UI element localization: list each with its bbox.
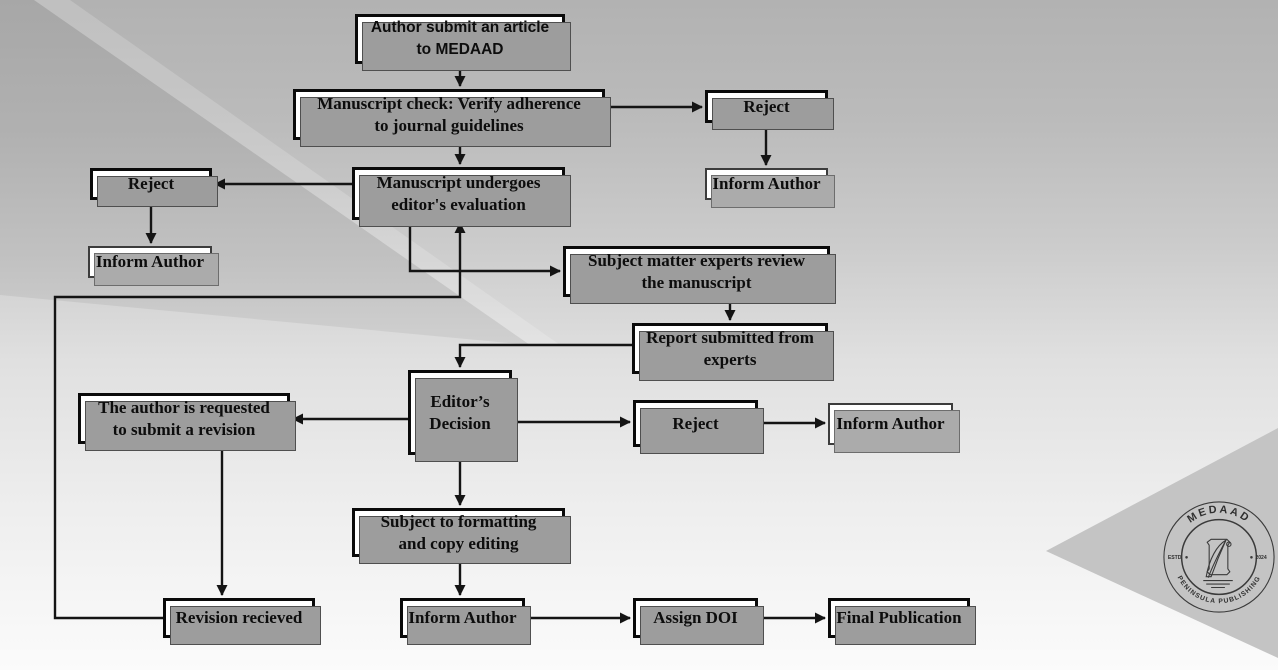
node-reject-left: Reject: [90, 168, 218, 207]
node-reject-mid: Reject: [633, 400, 764, 454]
logo-estd-label: ESTD: [1168, 555, 1182, 561]
node-experts-review: Subject matter experts review the manusc…: [563, 246, 836, 304]
node-editor-evaluation: Manuscript undergoes editor's evaluation: [352, 167, 571, 227]
edge-evaluation-to-experts: [408, 220, 561, 277]
node-inform-author-bottom: Inform Author: [400, 598, 531, 645]
node-formatting: Subject to formatting and copy editing: [352, 508, 571, 564]
node-label-reject-mid: Reject: [672, 413, 719, 433]
node-label-manuscript-check: Manuscript check: Verify adherence to jo…: [317, 94, 581, 135]
node-label-final-publication: Final Publication: [836, 608, 962, 628]
node-label-revision-request: The author is requested to submit a revi…: [98, 398, 270, 439]
node-label-inform-author-top: Inform Author: [712, 174, 821, 194]
node-label-inform-author-bottom: Inform Author: [408, 608, 517, 628]
node-reject-top: Reject: [705, 90, 834, 130]
logo-year-label: 2024: [1255, 555, 1267, 561]
node-label-reject-left: Reject: [127, 174, 175, 194]
node-label-author-submit: Author submit an article to MEDAAD: [370, 18, 550, 58]
node-revision-received: Revision recieved: [163, 598, 321, 645]
node-label-experts-review: Subject matter experts review the manusc…: [588, 251, 805, 292]
node-inform-author-mid: Inform Author: [828, 403, 960, 453]
node-final-publication: Final Publication: [828, 598, 976, 645]
node-author-submit: Author submit an article to MEDAAD: [355, 14, 571, 71]
quill-and-scroll-icon: [1203, 538, 1233, 589]
node-inform-author-top: Inform Author: [705, 168, 835, 208]
node-label-reject-top: Reject: [743, 96, 790, 116]
node-revision-request: The author is requested to submit a revi…: [78, 393, 296, 451]
logo-dot-left: [1185, 556, 1188, 559]
node-report-submitted: Report submitted from experts: [632, 323, 834, 381]
edge-revision-feedback-to-evaluation: [53, 222, 466, 620]
medaad-publisher-logo: MEDAAD PENINSULA PUBLISHING ESTD 2024: [1163, 501, 1275, 613]
edge-report-to-decision: [454, 343, 632, 368]
logo-dot-right: [1250, 556, 1253, 559]
node-editors-decision: Editor’s Decision: [408, 370, 518, 462]
node-label-inform-author-left: Inform Author: [95, 252, 205, 272]
node-label-editor-evaluation: Manuscript undergoes editor's evaluation: [376, 173, 541, 214]
node-label-inform-author-mid: Inform Author: [836, 414, 945, 434]
node-label-formatting: Subject to formatting and copy editing: [380, 512, 537, 553]
node-label-editors-decision: Editor’s Decision: [429, 392, 491, 433]
node-manuscript-check: Manuscript check: Verify adherence to jo…: [293, 89, 611, 147]
node-label-report-submitted: Report submitted from experts: [646, 328, 814, 369]
node-label-assign-doi: Assign DOI: [653, 608, 738, 628]
node-inform-author-left: Inform Author: [88, 246, 219, 286]
node-label-revision-received: Revision recieved: [175, 608, 303, 628]
node-assign-doi: Assign DOI: [633, 598, 764, 645]
